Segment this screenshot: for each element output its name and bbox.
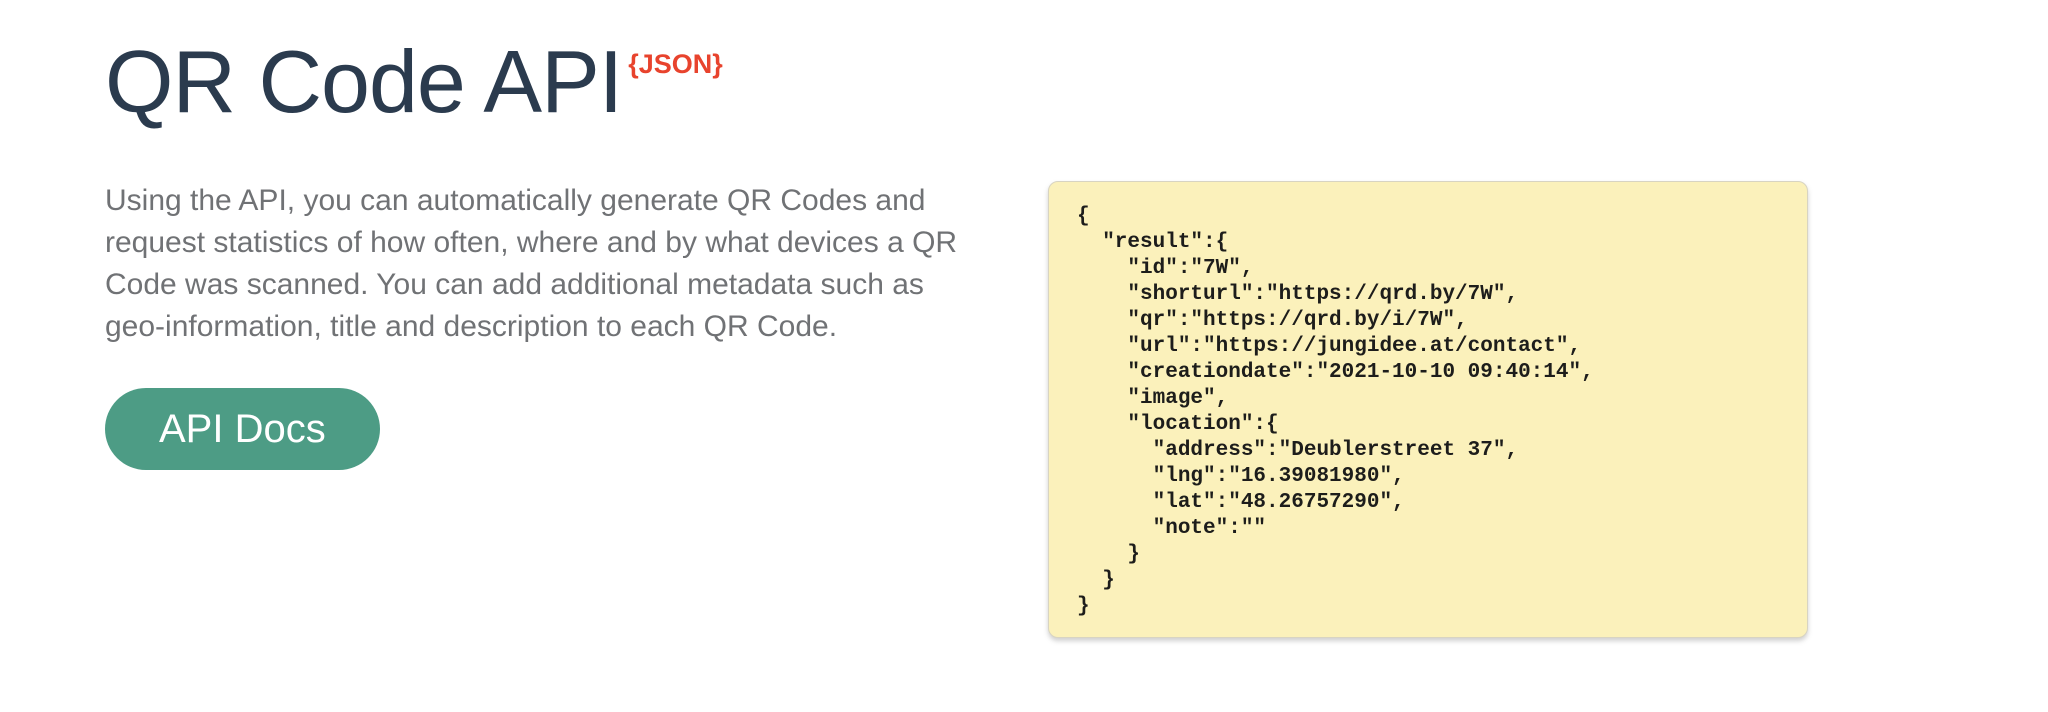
api-docs-button[interactable]: API Docs: [105, 388, 380, 470]
json-response-panel: { "result":{ "id":"7W", "shorturl":"http…: [1048, 181, 1808, 638]
page-title-text: QR Code API: [105, 32, 623, 131]
json-badge: {JSON}: [628, 49, 723, 79]
page-title: QR Code API{JSON}: [105, 35, 723, 128]
intro-text: Using the API, you can automatically gen…: [105, 184, 958, 343]
json-response-code: { "result":{ "id":"7W", "shorturl":"http…: [1077, 205, 1594, 618]
